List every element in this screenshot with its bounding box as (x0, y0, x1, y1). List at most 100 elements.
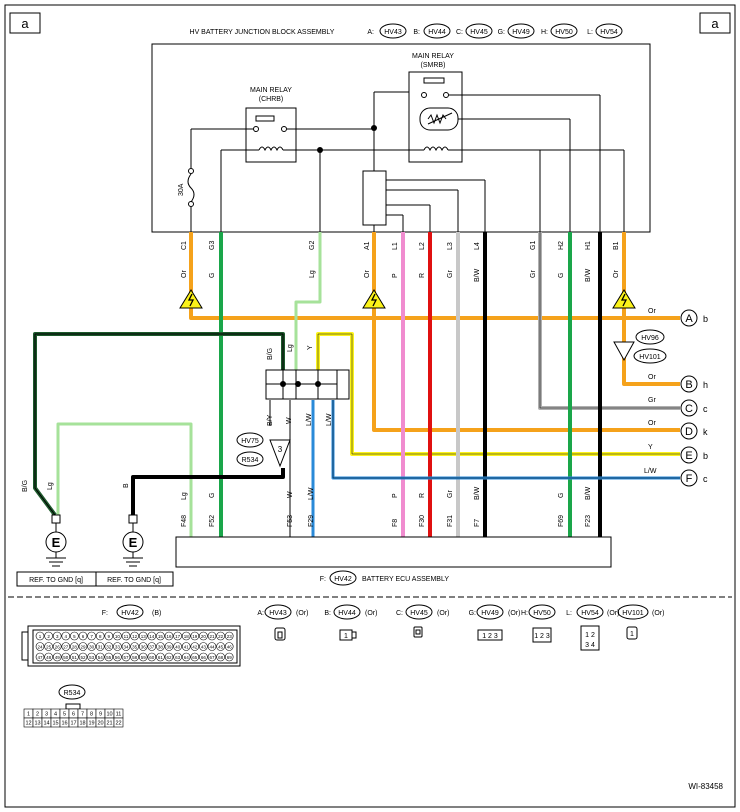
connector-h-icon: 1 2 3 (532, 627, 552, 643)
ecu-pin (147, 631, 157, 641)
svg-text:h: h (703, 380, 708, 390)
junction-internal-wiring (190, 91, 625, 232)
ecu-pin-number: 53 (89, 655, 95, 660)
ecu-pin-number: 57 (123, 655, 129, 660)
wire-label-a: Or (648, 308, 656, 315)
ecu-pin-number: 14 (149, 634, 155, 639)
ecu-pin (121, 652, 131, 662)
legend-f-label: F: (102, 610, 108, 617)
joint-label-lw2: L/W (326, 413, 333, 426)
bottom-pin-labels: Lg F48 G F52 W F53 L/W F29 P F8 R F30 Gr… (181, 486, 592, 527)
ecu-pin-number: 3 (56, 634, 59, 639)
svg-text:30A: 30A (178, 183, 185, 196)
ecu-pin (173, 642, 182, 651)
conn-hv43: HV43 (384, 29, 402, 36)
svg-text:W: W (287, 491, 294, 498)
ecu-pin-number: 19 (192, 634, 198, 639)
r534-pin-number: 13 (34, 721, 40, 727)
svg-text:F31: F31 (447, 515, 454, 527)
svg-text:E: E (129, 535, 138, 550)
ecu-pin (138, 631, 148, 641)
top-pin-labels: C1 Or G3 G G2 Lg A1 Or L1 P L2 R L3 Gr L… (181, 241, 620, 282)
ecu-pin-number: 21 (209, 634, 215, 639)
ecu-pin-number: 5 (73, 634, 76, 639)
ecu-pin (164, 631, 174, 641)
ecu-pin (70, 652, 79, 662)
ecu-pin (44, 631, 53, 641)
r534-pin-number: 8 (90, 712, 93, 718)
ecu-pin-number: 40 (175, 645, 181, 650)
corner-label-left: a (21, 16, 29, 31)
svg-text:1 2 3: 1 2 3 (534, 633, 550, 640)
legend-f-color: (B) (152, 610, 161, 617)
svg-text:A:: A: (257, 610, 264, 617)
svg-text:E: E (52, 535, 61, 550)
ecu-pin (130, 631, 139, 641)
ecu-pin (156, 642, 165, 651)
svg-text:F8: F8 (392, 519, 399, 527)
svg-text:A1: A1 (364, 241, 371, 250)
ecu-pin-number: 20 (201, 634, 207, 639)
ecu-pin-number: 41 (184, 645, 190, 650)
ecu-pin (173, 652, 182, 662)
ecu-pin (78, 631, 88, 641)
ecu-pin-number: 10 (115, 634, 121, 639)
svg-text:G: G (209, 273, 216, 278)
svg-text:L2: L2 (419, 242, 426, 250)
hv-warning-icon (179, 289, 203, 309)
conn-hv45: HV45 (470, 29, 488, 36)
svg-text:1 2 3: 1 2 3 (482, 633, 498, 640)
wire-lw-f (331, 400, 680, 480)
ecu-pin-number: 11 (124, 634, 129, 639)
connector-hv101-icon: 1 (626, 626, 638, 640)
wire-label-e: Y (648, 444, 653, 451)
svg-text:F52: F52 (209, 515, 216, 527)
svg-text:G: G (558, 273, 565, 278)
svg-text:Or: Or (364, 270, 371, 278)
r534-pin-number: 6 (72, 712, 75, 718)
svg-text:P: P (392, 493, 399, 498)
wire-lg-ground (56, 422, 193, 537)
ecu-pin (147, 652, 157, 662)
conn-r534: R534 (242, 457, 259, 464)
conn-hv49: HV49 (512, 29, 530, 36)
r534-pin-number: 18 (79, 721, 85, 727)
relay-chrb-line1: MAIN RELAY (250, 87, 292, 94)
battery-ecu-box (175, 536, 612, 568)
svg-text:H:: H: (521, 610, 528, 617)
svg-text:Gr: Gr (530, 270, 537, 278)
svg-text:B/W: B/W (585, 486, 592, 500)
svg-text:3 4: 3 4 (585, 642, 595, 649)
ecu-pin (207, 652, 217, 662)
svg-text:B/W: B/W (474, 268, 481, 282)
r534-pin-number: 16 (61, 721, 67, 727)
relay-smrb-coil (423, 146, 449, 152)
svg-text:D: D (685, 426, 693, 438)
ecu-pin-number: 8 (99, 634, 102, 639)
outer-frame (4, 4, 736, 808)
svg-text:A: A (685, 313, 693, 325)
svg-text:c: c (703, 474, 708, 484)
ecu-pin-number: 52 (80, 655, 86, 660)
ecu-pin-number: 62 (166, 655, 172, 660)
ecu-pin (164, 642, 174, 651)
ecu-pin (61, 642, 71, 651)
ecu-pin (224, 631, 234, 641)
legend-f-conn: HV42 (121, 610, 139, 617)
ecu-pin-number: 16 (166, 634, 172, 639)
ecu-pin (164, 652, 174, 662)
svg-text:L3: L3 (447, 242, 454, 250)
ecu-pin-number: 45 (218, 645, 224, 650)
figure-id: WI-83458 (688, 782, 723, 791)
ecu-pin-number: 63 (175, 655, 181, 660)
conn-label-g: G: (498, 29, 505, 36)
svg-text:Or: Or (613, 270, 620, 278)
relay-smrb-line2: (SMRB) (421, 62, 446, 69)
connector-b-icon: 1 (339, 629, 357, 641)
svg-text:HV43: HV43 (269, 610, 287, 617)
wires (33, 232, 680, 537)
r534-pin-number: 10 (106, 712, 112, 718)
conn-label-c: C: (456, 29, 463, 36)
ecu-pin-number: 58 (132, 655, 138, 660)
